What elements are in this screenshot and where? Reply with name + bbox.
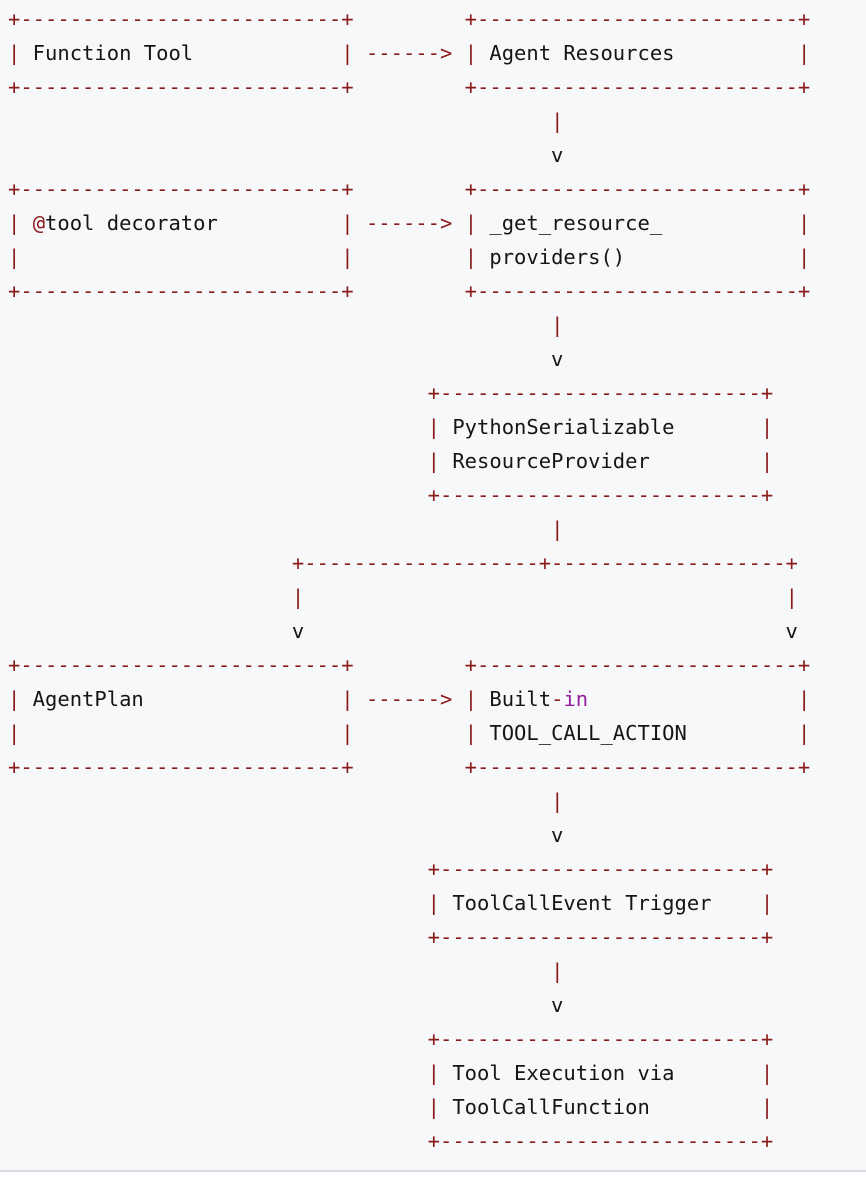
ascii-flow-diagram: +--------------------------+ +----------… [8, 7, 811, 1153]
